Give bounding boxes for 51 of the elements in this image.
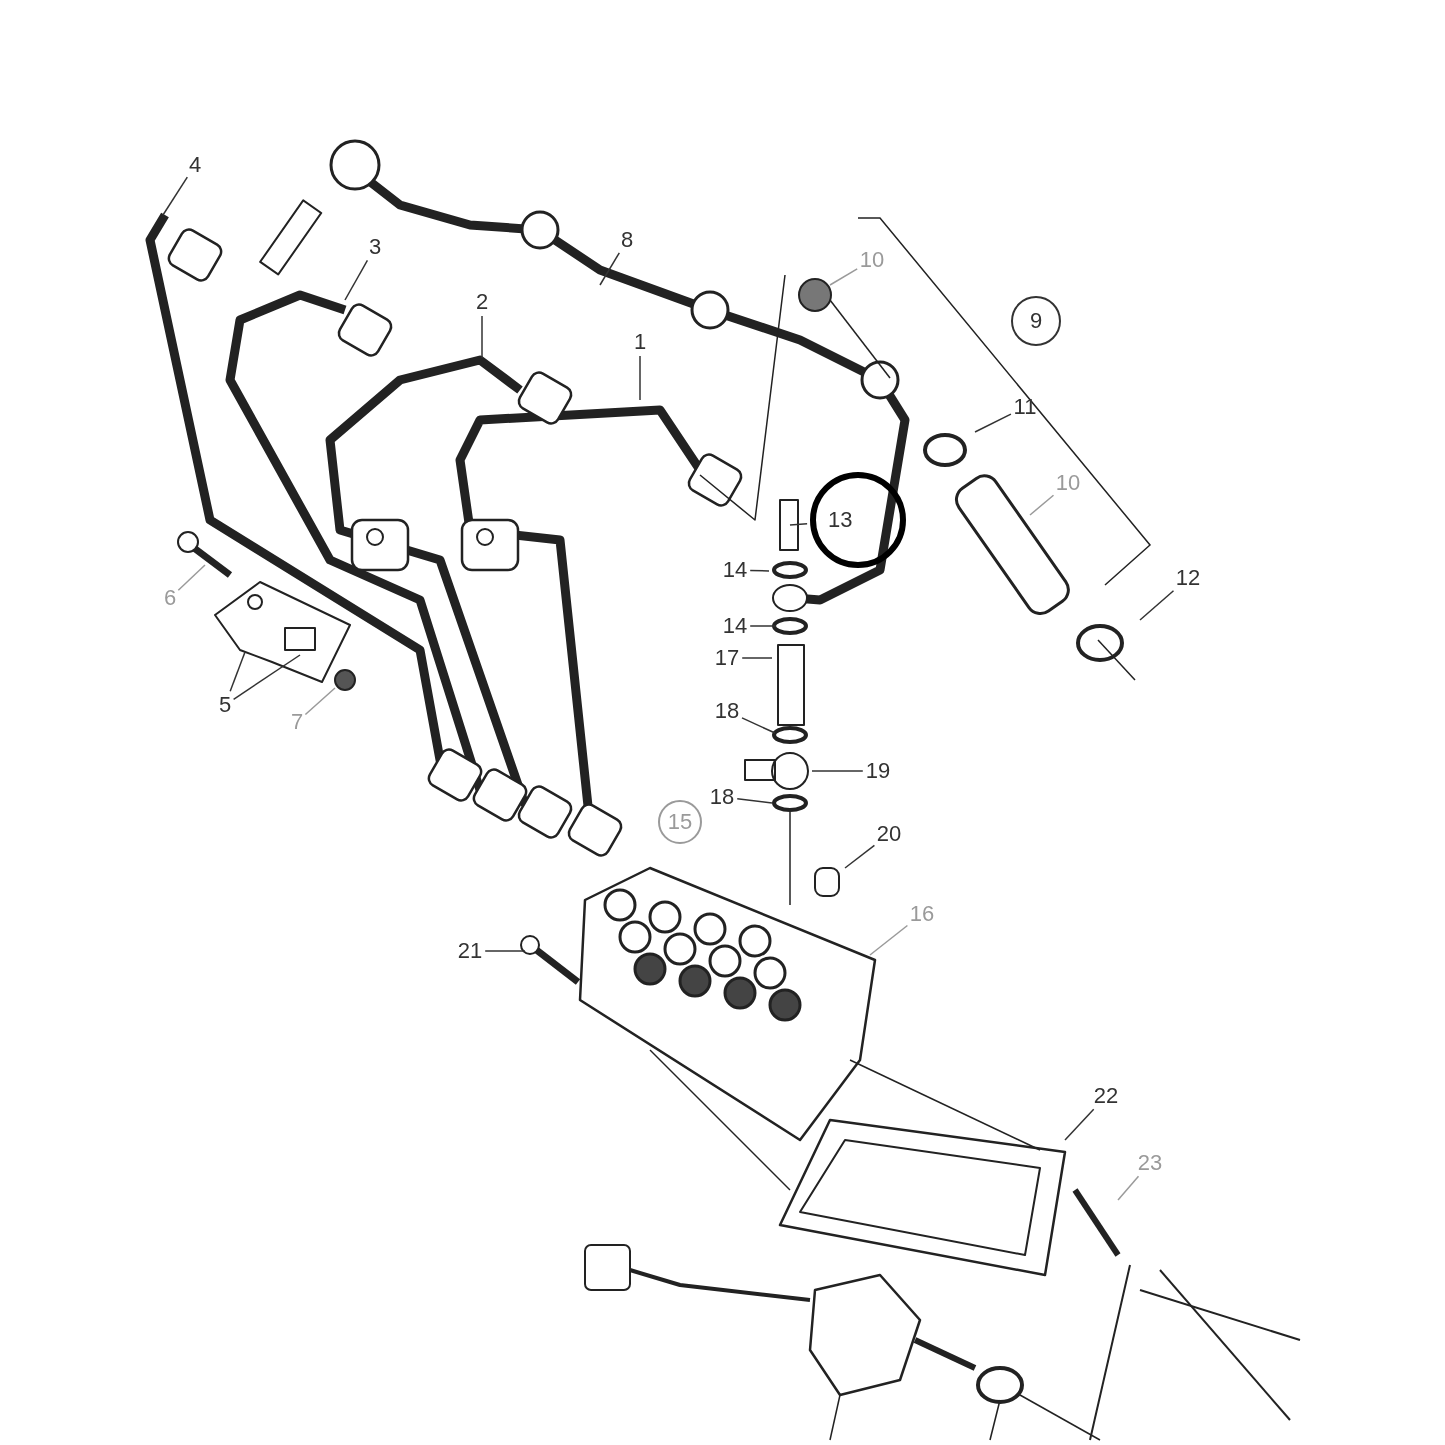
callout-number: 8 — [620, 229, 634, 251]
leader-line — [639, 355, 641, 401]
callout-number: 20 — [876, 823, 902, 845]
leader-line — [599, 252, 621, 286]
leader-line — [741, 717, 776, 734]
leader-line — [1117, 1175, 1140, 1201]
circled-callout-number: 15 — [658, 800, 702, 844]
leader-line — [232, 654, 301, 701]
callout-number: 2 — [475, 291, 489, 313]
leader-line — [1139, 589, 1175, 621]
leader-line — [1064, 1108, 1095, 1141]
leader-line — [229, 651, 246, 692]
callout-number: 19 — [865, 760, 891, 782]
leader-line — [481, 315, 483, 359]
leader-line — [484, 950, 526, 952]
callout-number: 10 — [1055, 472, 1081, 494]
leader-line — [177, 564, 206, 591]
leader-line — [974, 413, 1012, 433]
leader-line — [749, 625, 777, 627]
callout-number: 3 — [368, 236, 382, 258]
callout-number: 1 — [633, 331, 647, 353]
callout-number: 18 — [714, 700, 740, 722]
callout-number: 4 — [188, 154, 202, 176]
leader-line — [844, 844, 876, 869]
leader-line — [736, 798, 773, 804]
callout-number: 16 — [909, 903, 935, 925]
callout-number: 22 — [1093, 1085, 1119, 1107]
callout-number: 14 — [722, 559, 748, 581]
leader-line — [749, 569, 770, 572]
circled-callout-number: 9 — [1011, 296, 1061, 346]
callout-number: 14 — [722, 615, 748, 637]
leader-line — [829, 268, 858, 286]
callout-number: 23 — [1137, 1152, 1163, 1174]
circled-callout-number: 13 — [810, 472, 906, 568]
callout-number: 5 — [218, 694, 232, 716]
callout-number: 7 — [290, 711, 304, 733]
leader-line — [304, 687, 336, 716]
callout-number: 6 — [163, 587, 177, 609]
leader-line — [1029, 494, 1055, 516]
leader-line — [344, 259, 369, 301]
leader-line — [162, 176, 189, 216]
callout-number: 11 — [1013, 396, 1037, 418]
callout-number: 12 — [1175, 567, 1201, 589]
leader-line — [741, 657, 773, 659]
callout-number: 10 — [859, 249, 885, 271]
leader-line — [811, 770, 864, 772]
callout-number: 18 — [709, 786, 735, 808]
leader-line — [869, 924, 909, 956]
callout-number: 17 — [714, 647, 740, 669]
leader-line — [789, 522, 808, 526]
callout-number: 21 — [457, 940, 483, 962]
